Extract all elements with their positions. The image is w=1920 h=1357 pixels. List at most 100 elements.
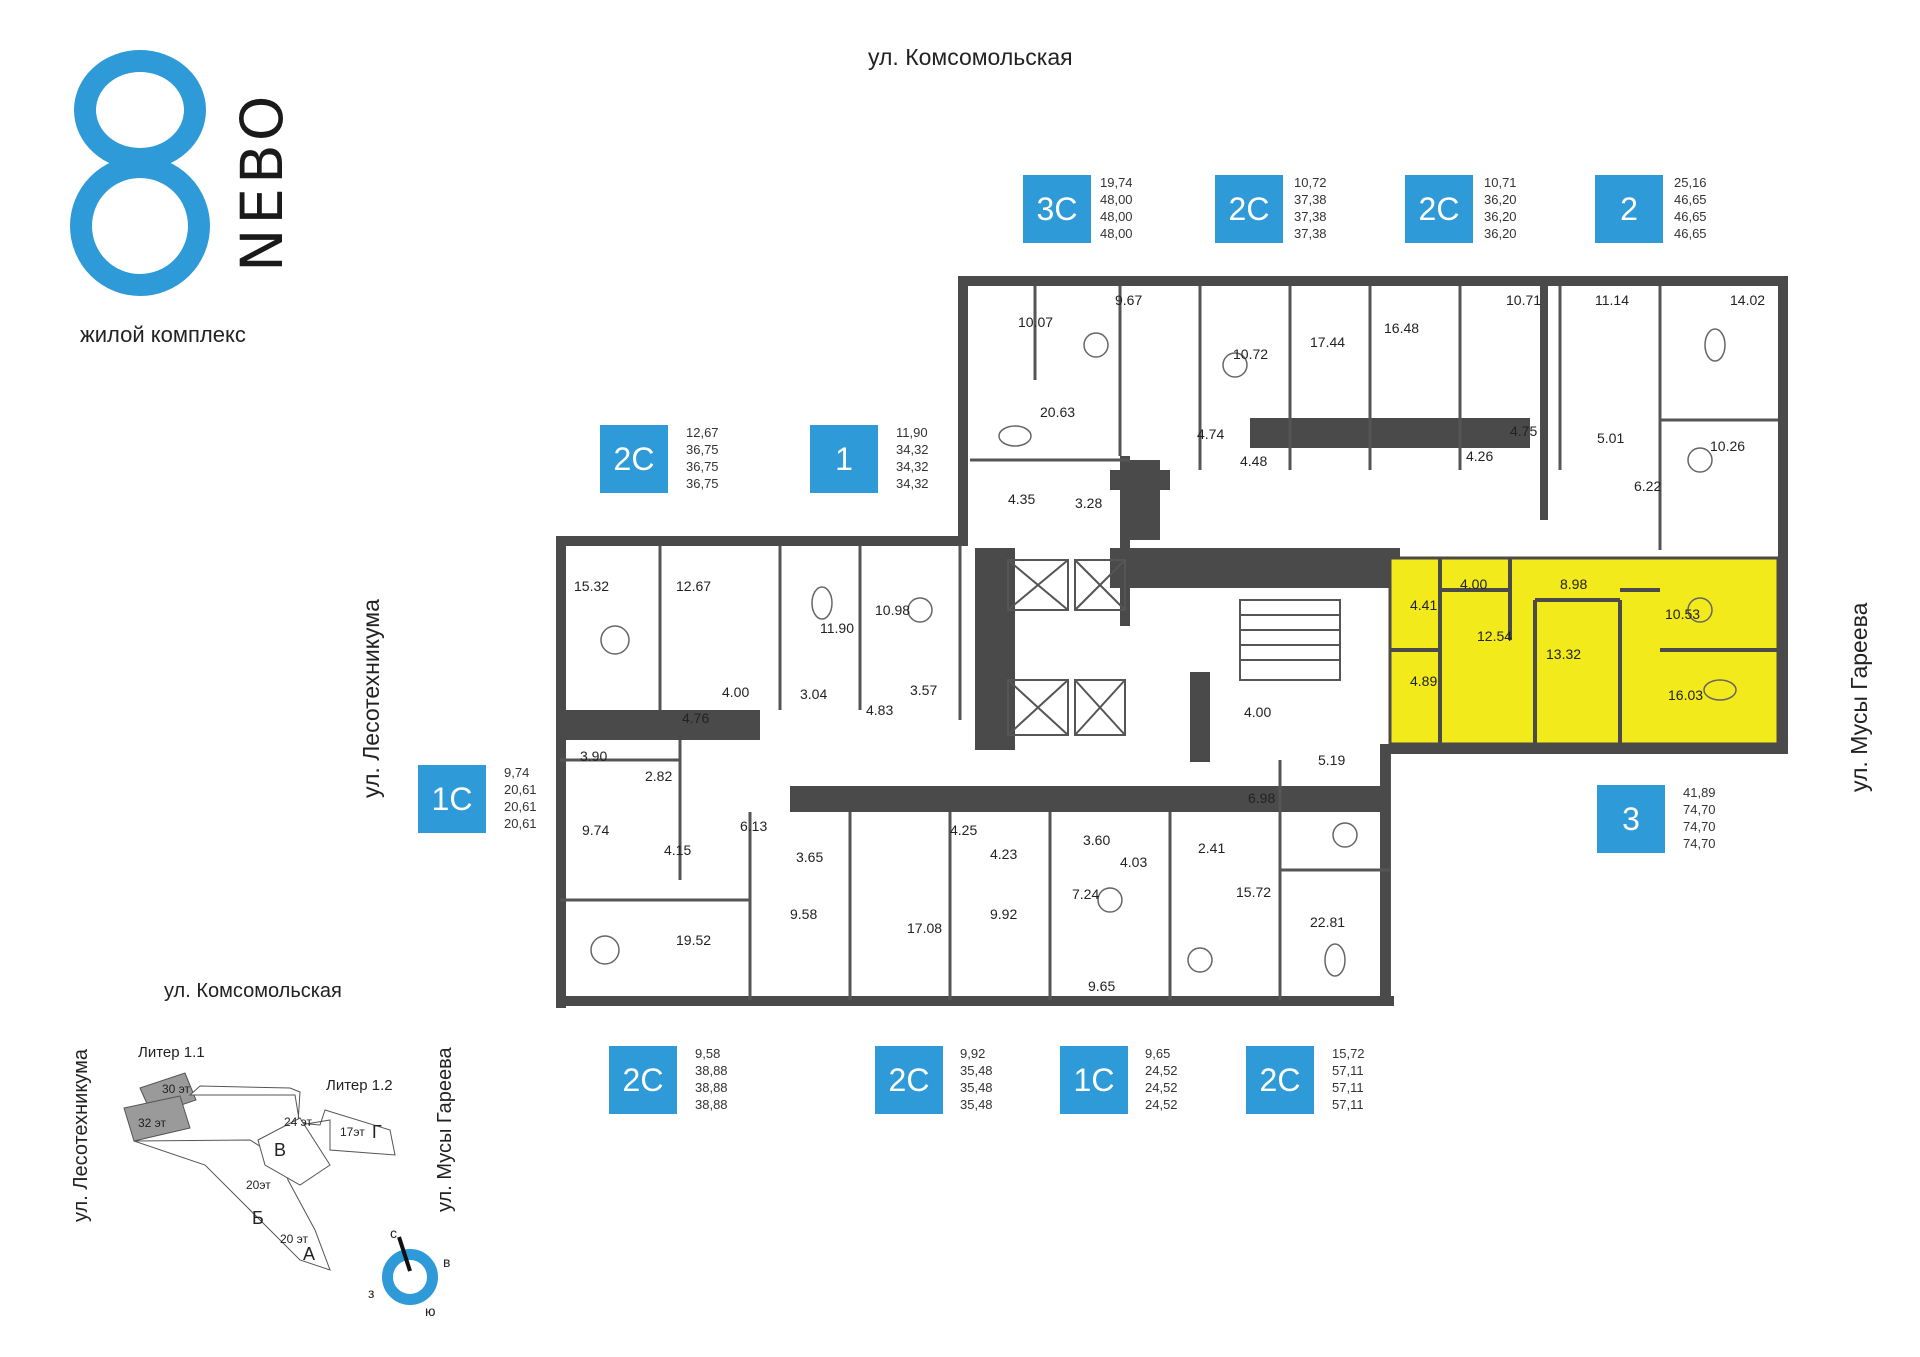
room-area: 4.00	[722, 684, 750, 700]
apartment-type-badge: 2С	[875, 1046, 943, 1114]
liter-1-1-label: Литер 1.1	[138, 1044, 205, 1061]
room-area: 4.48	[1240, 453, 1268, 469]
room-area: 4.76	[682, 710, 710, 726]
floor-label: 32 эт	[138, 1116, 167, 1130]
floor-label: 20эт	[246, 1178, 271, 1192]
apartment-type-badge: 1	[810, 425, 878, 493]
minimap-street-top: ул. Комсомольская	[164, 980, 342, 1002]
room-area: 15.72	[1236, 884, 1272, 900]
room-area: 9.74	[582, 822, 610, 838]
room-area: 17.44	[1310, 334, 1346, 350]
room-area: 4.83	[866, 702, 894, 718]
floor-label: 20 эт	[280, 1232, 309, 1246]
floor-label: 17эт	[340, 1125, 365, 1139]
room-area: 3.65	[796, 849, 824, 865]
room-area: 4.89	[1410, 673, 1438, 689]
room-area: 4.23	[990, 846, 1018, 862]
room-area: 4.25	[950, 822, 978, 838]
room-area: 10.98	[875, 602, 911, 618]
room-area: 4.15	[664, 842, 692, 858]
room-area: 3.28	[1075, 495, 1103, 511]
room-area: 19.52	[676, 932, 712, 948]
room-area: 3.60	[1083, 832, 1111, 848]
room-area: 9.92	[990, 906, 1018, 922]
room-area: 16.03	[1668, 687, 1704, 703]
apartment-type-badge: 1С	[418, 765, 486, 833]
section-label: А	[303, 1244, 316, 1264]
room-area: 12.67	[676, 578, 712, 594]
room-area: 5.01	[1597, 430, 1625, 446]
room-area: 6.98	[1248, 790, 1276, 806]
room-area: 2.41	[1198, 840, 1226, 856]
section-label: Б	[252, 1208, 264, 1228]
apartment-type-badge: 2С	[1215, 175, 1283, 243]
room-area: 4.00	[1244, 704, 1272, 720]
room-area: 9.67	[1115, 292, 1143, 308]
compass-west: з	[368, 1285, 375, 1301]
room-area: 6.22	[1634, 478, 1662, 494]
room-area: 22.81	[1310, 914, 1346, 930]
room-area: 3.90	[580, 748, 608, 764]
apartment-type-badge: 1С	[1060, 1046, 1128, 1114]
apartment-type-badge: 2С	[1246, 1046, 1314, 1114]
room-area: 10.07	[1018, 314, 1054, 330]
room-area: 3.57	[910, 682, 938, 698]
logo	[70, 50, 210, 300]
compass	[382, 1249, 438, 1305]
room-area: 13.32	[1546, 646, 1582, 662]
street-top: ул. Комсомольская	[868, 44, 1073, 70]
room-area: 20.63	[1040, 404, 1076, 420]
room-area: 2.82	[645, 768, 673, 784]
room-area: 10.53	[1665, 606, 1701, 622]
room-area: 6.13	[740, 818, 768, 834]
room-area: 9.65	[1088, 978, 1116, 994]
room-area: 4.26	[1466, 448, 1494, 464]
floor-label: 30 эт	[162, 1082, 191, 1096]
section-label: Г	[372, 1122, 382, 1142]
apartment-type-badge: 2С	[609, 1046, 677, 1114]
room-area: 8.98	[1560, 576, 1588, 592]
room-area: 4.41	[1410, 597, 1438, 613]
room-area: 5.19	[1318, 752, 1346, 768]
room-area: 10.26	[1710, 438, 1746, 454]
apartment-type-badge: 2С	[600, 425, 668, 493]
compass-needle-icon	[397, 1236, 412, 1272]
liter-1-2-label: Литер 1.2	[326, 1077, 393, 1094]
floor-label: 24 эт	[284, 1115, 313, 1129]
room-area: 3.04	[800, 686, 828, 702]
room-area: 7.24	[1072, 886, 1100, 902]
section-label: В	[274, 1140, 287, 1160]
room-area: 4.03	[1120, 854, 1148, 870]
room-area: 11.90	[820, 620, 854, 636]
compass-east: в	[443, 1254, 451, 1270]
room-area: 12.54	[1477, 628, 1513, 644]
compass-south: ю	[425, 1303, 436, 1319]
compass-north: с	[390, 1225, 397, 1241]
apartment-type-badge: 2С	[1405, 175, 1473, 243]
apartment-type-badge: 3	[1597, 785, 1665, 853]
room-area: 10.72	[1233, 346, 1269, 362]
room-area: 11.14	[1595, 292, 1629, 308]
room-area: 17.08	[907, 920, 943, 936]
room-area: 14.02	[1730, 292, 1766, 308]
room-area: 4.00	[1460, 576, 1488, 592]
room-area: 15.32	[574, 578, 610, 594]
room-area: 4.74	[1197, 426, 1225, 442]
room-area: 16.48	[1384, 320, 1420, 336]
room-area: 10.71	[1506, 292, 1542, 308]
room-area: 4.35	[1008, 491, 1036, 507]
